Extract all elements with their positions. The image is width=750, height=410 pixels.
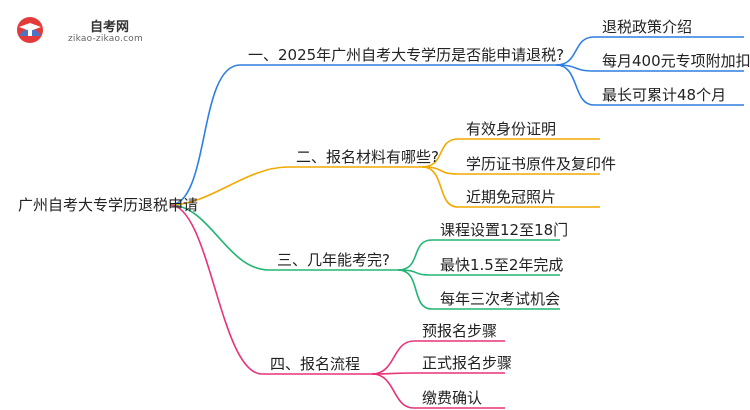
branch-connector <box>169 64 241 206</box>
mindmap-edges <box>169 36 744 409</box>
leaf-topic: 最快1.5至2年完成 <box>440 256 564 274</box>
child-connector <box>555 64 595 106</box>
child-connector <box>421 166 459 208</box>
leaf-topic: 近期免冠照片 <box>466 188 557 206</box>
branch-connector <box>169 166 289 206</box>
leaf-topic: 退税政策介绍 <box>602 18 693 36</box>
graduation-cap-logo-icon <box>17 17 43 43</box>
leaf-topic: 缴费确认 <box>422 389 483 407</box>
branch-topic: 三、几年能考完? <box>277 251 390 269</box>
child-connector <box>421 138 459 168</box>
leaf-topic: 每月400元专项附加扣除 <box>602 52 750 70</box>
child-connector <box>397 239 433 271</box>
child-connector <box>555 36 595 66</box>
child-connector <box>371 340 415 375</box>
leaf-topic: 每年三次考试机会 <box>440 290 561 308</box>
leaf-topic: 有效身份证明 <box>466 120 557 138</box>
leaf-topic: 正式报名步骤 <box>422 354 513 372</box>
leaf-topic: 预报名步骤 <box>422 322 498 340</box>
child-connector <box>397 269 433 310</box>
leaf-topic: 学历证书原件及复印件 <box>466 155 617 173</box>
leaf-topic: 课程设置12至18门 <box>440 221 569 239</box>
branch-connector <box>169 204 263 375</box>
root-topic: 广州自考大专学历退税申请 <box>18 196 199 214</box>
child-connector <box>371 373 415 409</box>
branch-topic: 一、2025年广州自考大专学历是否能申请退税? <box>248 46 565 64</box>
leaf-topic: 最长可累计48个月 <box>602 86 727 104</box>
logo: 自考网 zikao-zikao.com <box>14 12 164 52</box>
logo-title: 自考网 <box>90 20 130 35</box>
logo-url: zikao-zikao.com <box>68 34 143 44</box>
branch-topic: 二、报名材料有哪些? <box>296 148 439 166</box>
branch-topic: 四、报名流程 <box>270 355 361 373</box>
branch-connector <box>169 204 270 271</box>
